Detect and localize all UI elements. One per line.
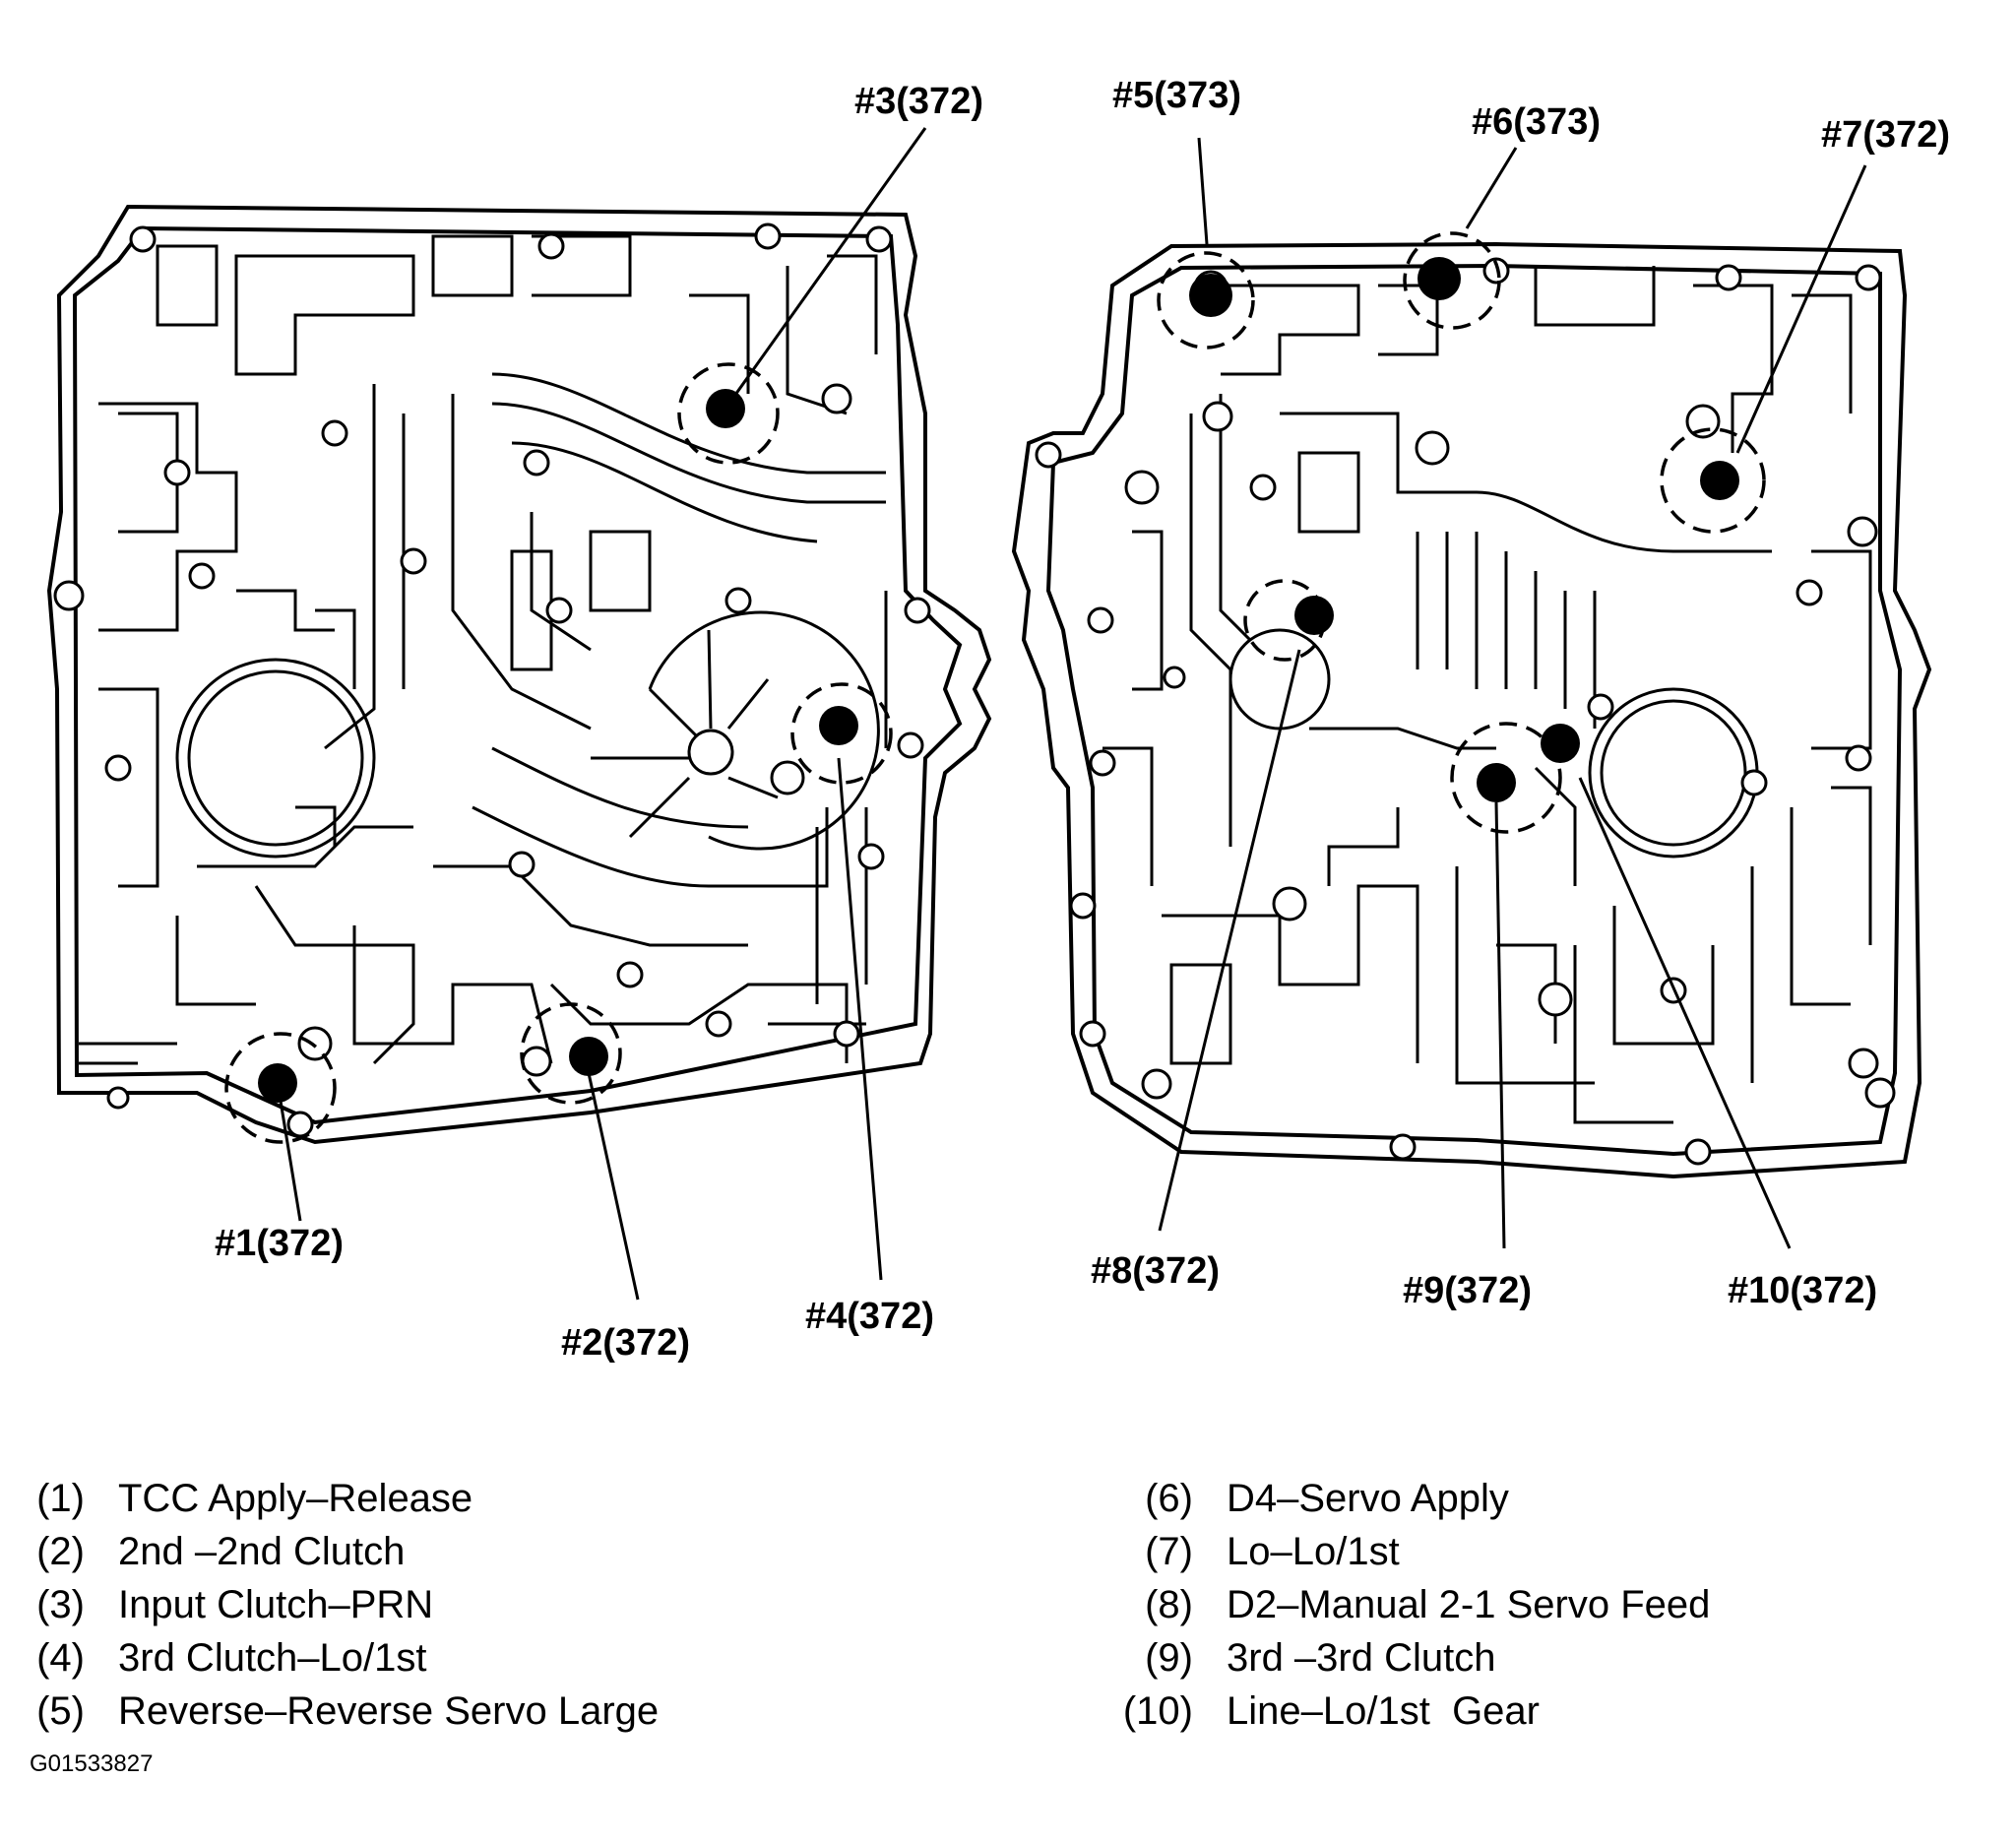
legend-item: (7) Lo–Lo/1st bbox=[1112, 1525, 1710, 1578]
legend-item: (3) Input Clutch–PRN bbox=[30, 1578, 659, 1631]
legend-text: Reverse–Reverse Servo Large bbox=[118, 1689, 660, 1733]
right-valve-body bbox=[1011, 137, 1932, 1249]
legend-text: 2nd –2nd Clutch bbox=[118, 1530, 406, 1573]
callout-1: #1(372) bbox=[215, 1223, 344, 1264]
legend-number: (7) bbox=[1145, 1530, 1193, 1573]
legend-item: (2) 2nd –2nd Clutch bbox=[30, 1525, 659, 1578]
legend-number: (10) bbox=[1122, 1689, 1193, 1733]
callout-6: #6(373) bbox=[1472, 101, 1601, 143]
legend-item: (8) D2–Manual 2-1 Servo Feed bbox=[1112, 1578, 1710, 1631]
legend-item: (1) TCC Apply–Release bbox=[30, 1472, 659, 1525]
legend-number: (4) bbox=[36, 1636, 85, 1680]
legend-number: (5) bbox=[36, 1689, 85, 1733]
legend-number: (2) bbox=[36, 1530, 85, 1573]
figure-id: G01533827 bbox=[30, 1750, 154, 1777]
legend-item: (6) D4–Servo Apply bbox=[1112, 1472, 1710, 1525]
callout-9: #9(372) bbox=[1403, 1270, 1532, 1311]
callout-7: #7(372) bbox=[1821, 114, 1950, 156]
legend-item: (9) 3rd –3rd Clutch bbox=[1112, 1631, 1710, 1685]
legend-text: D2–Manual 2-1 Servo Feed bbox=[1227, 1583, 1711, 1626]
legend-text: D4–Servo Apply bbox=[1227, 1477, 1509, 1520]
legend-text: 3rd Clutch–Lo/1st bbox=[118, 1636, 427, 1680]
callout-5: #5(373) bbox=[1112, 75, 1241, 116]
legend-number: (6) bbox=[1145, 1477, 1193, 1520]
legend-item: (5) Reverse–Reverse Servo Large bbox=[30, 1685, 659, 1738]
legend-item: (10) Line–Lo/1st Gear bbox=[1112, 1685, 1710, 1738]
legend-item: (4) 3rd Clutch–Lo/1st bbox=[30, 1631, 659, 1685]
callout-4: #4(372) bbox=[805, 1296, 934, 1337]
left-valve-body bbox=[46, 127, 992, 1301]
valve-body-diagram bbox=[46, 127, 1932, 1301]
callout-10: #10(372) bbox=[1728, 1270, 1878, 1311]
callout-8: #8(372) bbox=[1091, 1250, 1220, 1292]
legend-text: TCC Apply–Release bbox=[118, 1477, 473, 1520]
callout-2: #2(372) bbox=[561, 1322, 690, 1364]
legend-number: (1) bbox=[36, 1477, 85, 1520]
legend-text: Input Clutch–PRN bbox=[118, 1583, 434, 1626]
legend-right: (6) D4–Servo Apply (7) Lo–Lo/1st (8) D2–Man… bbox=[1112, 1472, 1711, 1738]
legend-text: 3rd –3rd Clutch bbox=[1227, 1636, 1496, 1680]
legend-number: (8) bbox=[1145, 1583, 1193, 1626]
legend-number: (3) bbox=[36, 1583, 85, 1626]
legend-text: Lo–Lo/1st bbox=[1227, 1530, 1400, 1573]
callout-3: #3(372) bbox=[854, 81, 983, 122]
legend-number: (9) bbox=[1145, 1636, 1193, 1680]
legend-left: (1)TCC Apply–Release (2)2nd –2nd Clutch … bbox=[30, 1472, 659, 1738]
legend-text: Line–Lo/1st Gear bbox=[1227, 1689, 1540, 1733]
